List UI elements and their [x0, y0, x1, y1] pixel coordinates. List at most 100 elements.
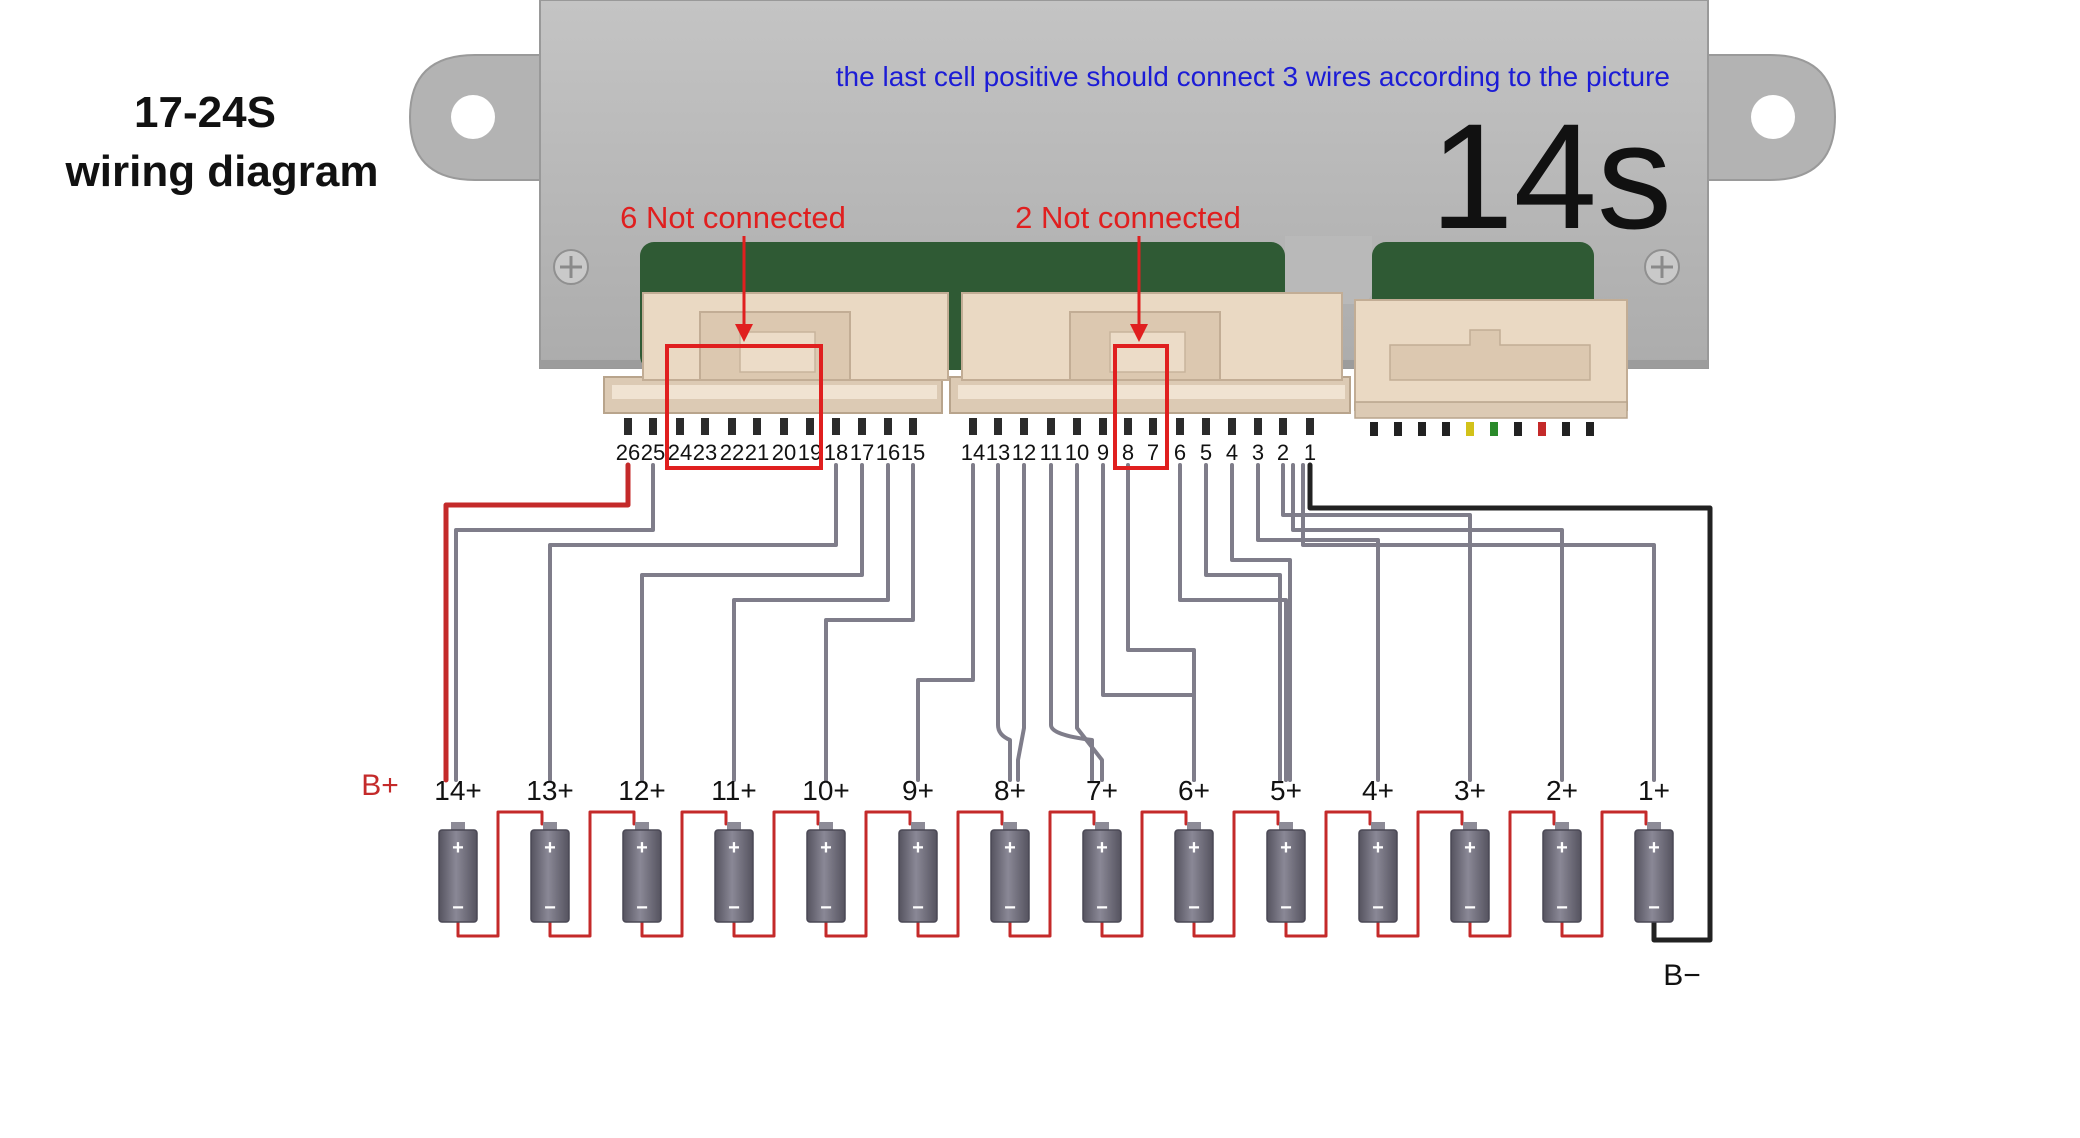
battery-cell-12+: +−12+ — [618, 775, 666, 923]
connector-pin-7 — [1149, 418, 1157, 435]
cell-label-5+: 5+ — [1270, 775, 1302, 806]
battery-minus-sign: − — [1280, 897, 1292, 919]
cell-label-6+: 6+ — [1178, 775, 1210, 806]
connector-pin-9 — [1099, 418, 1107, 435]
battery-cell-14+: +−14+ — [434, 775, 482, 923]
battery-minus-sign: − — [1188, 897, 1200, 919]
series-link — [1008, 810, 1096, 938]
note-text: the last cell positive should connect 3 … — [836, 61, 1670, 92]
connector-pin-10 — [1073, 418, 1081, 435]
battery-cell-3+: +−3+ — [1450, 775, 1490, 923]
battery-cap — [1371, 822, 1385, 832]
connector-pin-21 — [753, 418, 761, 435]
title-line1: 17-24S — [134, 88, 276, 137]
pin-label-4: 4 — [1226, 440, 1238, 465]
battery-cap — [1555, 822, 1569, 832]
battery-minus-sign: − — [728, 897, 740, 919]
wire-pin-26 — [443, 462, 631, 783]
callout-left-arrowhead — [735, 324, 753, 342]
terminal-b-minus: B− — [1663, 959, 1701, 992]
pin-label-13: 13 — [986, 440, 1010, 465]
wire-pin-25 — [454, 463, 655, 782]
board-notch — [1285, 236, 1372, 304]
connector-pin-4 — [1228, 418, 1236, 435]
battery-plus-sign: + — [912, 837, 924, 859]
battery-body — [1358, 829, 1398, 923]
battery-plus-sign: + — [1188, 837, 1200, 859]
connector-pin-24 — [676, 418, 684, 435]
aux-pin — [1370, 422, 1378, 436]
wire-pin-6 — [1178, 463, 1288, 782]
battery-cell-1+: +−1+ — [1634, 775, 1674, 923]
battery-cap — [451, 822, 465, 832]
battery-body — [1634, 829, 1674, 923]
wire-pin-8-nc — [1126, 463, 1196, 782]
mount-hole-right — [1751, 95, 1795, 139]
battery-minus-sign: − — [1648, 897, 1660, 919]
wire-pin-5 — [1204, 463, 1282, 782]
battery-cap — [635, 822, 649, 832]
aux-connector-pins — [1370, 422, 1594, 436]
battery-body — [714, 829, 754, 923]
battery-minus-sign: − — [1372, 897, 1384, 919]
wire-pin-17 — [640, 463, 864, 782]
battery-cap — [911, 822, 925, 832]
aux-pin — [1514, 422, 1522, 436]
connector-pin-1 — [1306, 418, 1314, 435]
series-link — [640, 810, 728, 938]
battery-minus-sign: − — [912, 897, 924, 919]
wire-pin-14 — [916, 463, 975, 782]
battery-body — [806, 829, 846, 923]
pin-label-2: 2 — [1277, 440, 1289, 465]
battery-cell-2+: +−2+ — [1542, 775, 1582, 923]
battery-body — [1542, 829, 1582, 923]
cell-label-13+: 13+ — [526, 775, 574, 806]
pin-label-7: 7 — [1147, 440, 1159, 465]
callout-left-text: 6 Not connected — [620, 200, 846, 235]
pin-label-22: 22 — [720, 440, 744, 465]
cell-label-3+: 3+ — [1454, 775, 1486, 806]
cell-label-11+: 11+ — [711, 775, 756, 806]
battery-plus-sign: + — [1096, 837, 1108, 859]
pin-label-6: 6 — [1174, 440, 1186, 465]
screw-left — [553, 249, 589, 285]
pin-label-19: 19 — [798, 440, 822, 465]
cell-label-7+: 7+ — [1086, 775, 1118, 806]
aux-pin — [1442, 422, 1450, 436]
connector-pin-11 — [1047, 418, 1055, 435]
cell-label-2+: 2+ — [1546, 775, 1578, 806]
cell-label-12+: 12+ — [618, 775, 666, 806]
series-link — [1284, 810, 1372, 938]
series-link — [1192, 810, 1280, 938]
battery-body — [622, 829, 662, 923]
battery-minus-sign: − — [452, 897, 464, 919]
wire-pin-10 — [1075, 463, 1104, 782]
connector-pin-26 — [624, 418, 632, 435]
battery-cells: +−14++−13++−12++−11++−10++−9++−8++−7++−6… — [434, 775, 1674, 923]
pin-label-9: 9 — [1097, 440, 1109, 465]
battery-body — [898, 829, 938, 923]
battery-cap — [1279, 822, 1293, 832]
pin-label-24: 24 — [668, 440, 692, 465]
connector-pin-3 — [1254, 418, 1262, 435]
callout-right-arrowhead — [1130, 324, 1148, 342]
connector-pin-12 — [1020, 418, 1028, 435]
connector-pin-18 — [832, 418, 840, 435]
terminal-b-plus: B+ — [361, 769, 399, 802]
series-link — [1100, 810, 1188, 938]
battery-cell-6+: + − 6+ — [1174, 775, 1214, 923]
pin-label-18: 18 — [824, 440, 848, 465]
series-link — [824, 810, 912, 938]
aux-pin — [1586, 422, 1594, 436]
battery-minus-sign: − — [1464, 897, 1476, 919]
battery-cell-11+: +−11+ — [711, 775, 757, 923]
battery-minus-sign: − — [1096, 897, 1108, 919]
wire-pin-4 — [1230, 463, 1292, 782]
pin-label-16: 16 — [876, 440, 900, 465]
title-line2: wiring diagram — [65, 147, 379, 196]
aux-pin — [1394, 422, 1402, 436]
pin-label-1: 1 — [1304, 440, 1316, 465]
pin-label-23: 23 — [693, 440, 717, 465]
connector-pin-14 — [969, 418, 977, 435]
